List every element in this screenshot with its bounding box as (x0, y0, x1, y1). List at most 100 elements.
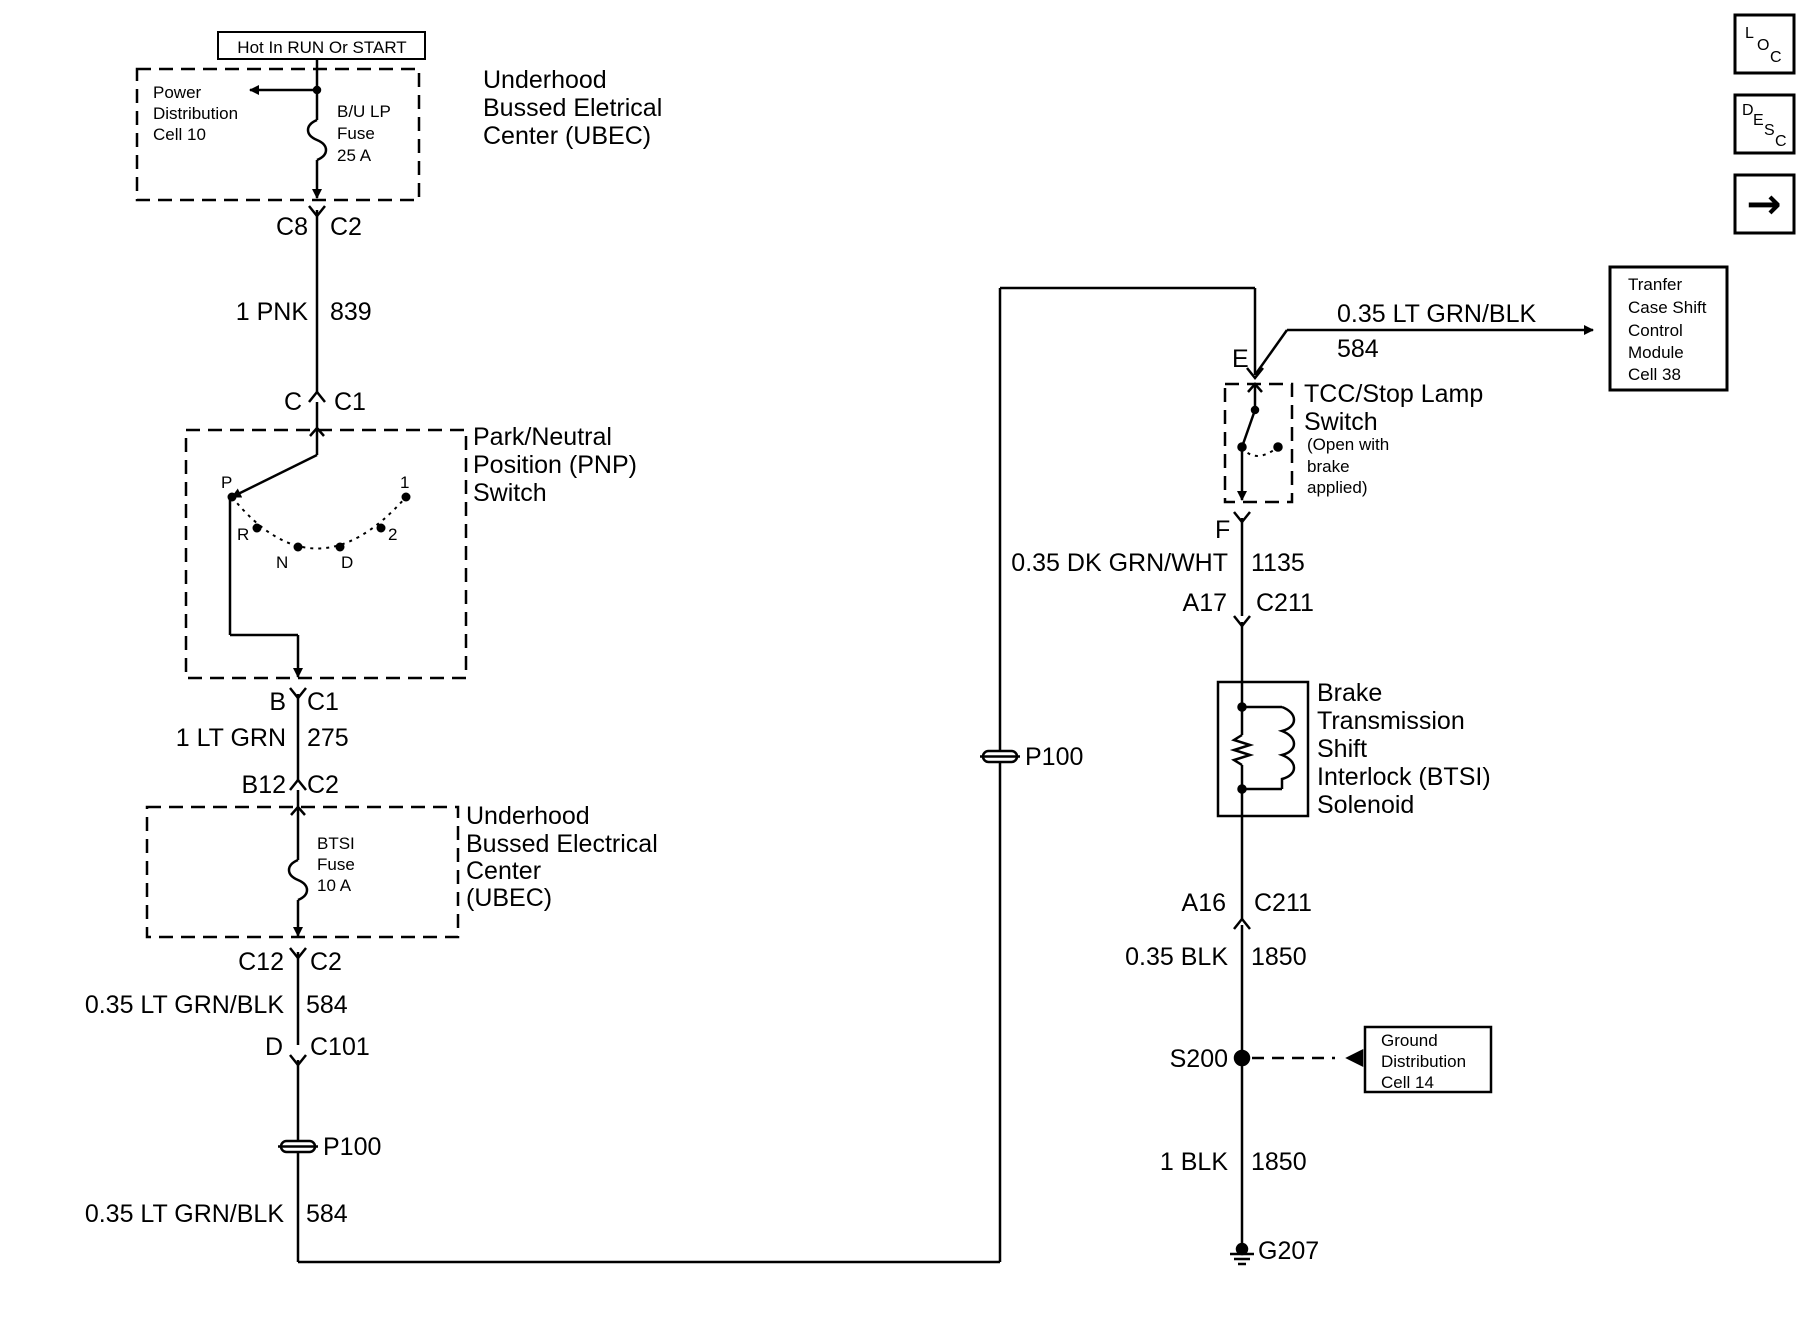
loc-letter-c: C (1770, 49, 1782, 66)
bu-lp-fuse-label-2: Fuse (337, 124, 375, 143)
wire-1850-a-circuit: 1850 (1251, 943, 1307, 971)
pnp-contacts (227, 492, 411, 552)
btsi-title-3: Shift (1317, 735, 1367, 763)
pnp-switch-box (184, 428, 468, 680)
ubec-top-title-3: Center (UBEC) (483, 122, 651, 150)
wire-1850-b-color: 1 BLK (1160, 1148, 1228, 1176)
next-button[interactable]: → (1735, 175, 1794, 233)
wire-1850-b-circuit: 1850 (1251, 1148, 1307, 1176)
tcc-note-2: brake (1307, 457, 1350, 476)
btsi-fuse-label-1: BTSI (317, 834, 355, 853)
loc-letter-o: O (1757, 37, 1769, 54)
ubec-top-title-2: Bussed Eletrical (483, 94, 662, 122)
pnp-contact-n (293, 542, 303, 552)
g207-ground-dot (1235, 1242, 1249, 1256)
wire-584-a-color: 0.35 LT GRN/BLK (85, 991, 284, 1019)
pnp-contact-p (227, 492, 237, 502)
ubec-bottom-box (145, 805, 460, 939)
wire-584-b-color: 0.35 LT GRN/BLK (85, 1200, 284, 1228)
ubec-top-box (135, 67, 421, 202)
wire-584-b-circuit: 584 (306, 1200, 348, 1228)
c2-label-c12: C2 (310, 948, 342, 976)
wire-839-color: 1 PNK (236, 298, 309, 326)
pnp-contact-2 (376, 523, 386, 533)
desc-button-frame (1733, 93, 1796, 155)
btsi-box (1216, 680, 1310, 818)
btsi-title-2: Transmission (1317, 707, 1465, 735)
c8-label: C8 (276, 213, 308, 241)
a16-c211-connector (1233, 916, 1251, 930)
loc-button-frame (1733, 13, 1796, 75)
pnp-title-1: Park/Neutral (473, 423, 612, 451)
tcc-note-1: (Open with (1307, 435, 1389, 454)
pnp-position-2: 2 (388, 525, 397, 544)
a17-label: A17 (1183, 589, 1227, 617)
c-c1-connector (308, 389, 326, 403)
ground-dist-label-2: Distribution (1381, 1052, 1466, 1071)
c211-top-label: C211 (1256, 589, 1314, 617)
pnp-position-r: R (237, 525, 249, 544)
tcc-note-3: applied) (1307, 478, 1368, 497)
power-distribution-label-2: Distribution (153, 104, 238, 123)
b12-c2-connector (289, 777, 307, 791)
b-label: B (269, 688, 286, 716)
c101-left-label: D (265, 1033, 283, 1061)
tccm-branch-diagonal (1253, 329, 1289, 376)
btsi-resistor (1229, 733, 1255, 767)
b12-label: B12 (242, 771, 286, 799)
wire-584-tccm-circuit: 584 (1337, 335, 1379, 363)
power-distribution-label-3: Cell 10 (153, 125, 206, 144)
btsi-title-1: Brake (1317, 679, 1382, 707)
bu-lp-fuse-symbol (306, 118, 328, 162)
hot-in-run-label: Hot In RUN Or START (237, 38, 406, 57)
wire-1135-color: 0.35 DK GRN/WHT (1011, 549, 1228, 577)
wire-1850-a-color: 0.35 BLK (1125, 943, 1228, 971)
c1-label-top: C1 (334, 388, 366, 416)
desc-letter-s: S (1764, 122, 1775, 139)
c2-label-b12: C2 (307, 771, 339, 799)
tcc-title-2: Switch (1304, 408, 1378, 436)
tccm-label-4: Module (1628, 343, 1684, 362)
tccm-label-5: Cell 38 (1628, 365, 1681, 384)
loc-button[interactable]: L O C (1735, 15, 1794, 73)
desc-letter-d: D (1742, 102, 1754, 119)
ground-dist-label-3: Cell 14 (1381, 1073, 1434, 1092)
btsi-coil (1277, 705, 1296, 789)
loc-letter-l: L (1745, 25, 1754, 42)
bu-lp-fuse-label-3: 25 A (337, 146, 372, 165)
ubec-bottom-title-3: Center (466, 857, 541, 885)
wire-584-tccm-color: 0.35 LT GRN/BLK (1337, 300, 1536, 328)
pnp-position-d: D (341, 553, 353, 572)
p100-left-label: P100 (323, 1133, 381, 1161)
terminal-e-connector (1246, 367, 1264, 381)
ubec-top-title-1: Underhood (483, 66, 607, 94)
pnp-selector-arc (231, 496, 407, 550)
pnp-title-3: Switch (473, 479, 547, 507)
terminal-f-label: F (1215, 516, 1230, 544)
ground-dist-box (1363, 1025, 1493, 1094)
tcc-switch-travel-arc (1241, 446, 1279, 457)
wire-275-color: 1 LT GRN (176, 724, 286, 752)
btsi-fuse-input-arrow (290, 805, 306, 816)
next-arrow-icon: → (1746, 179, 1781, 228)
wire-839-circuit: 839 (330, 298, 372, 326)
btsi-fuse-label-2: Fuse (317, 855, 355, 874)
s200-label: S200 (1170, 1045, 1228, 1073)
tccm-label-2: Case Shift (1628, 298, 1707, 317)
c12-label: C12 (238, 948, 284, 976)
pnp-contact-d (335, 542, 345, 552)
tcc-switch-box (1223, 382, 1294, 504)
ubec-bottom-title-1: Underhood (466, 802, 590, 830)
power-distribution-label-1: Power (153, 83, 202, 102)
btsi-title-5: Solenoid (1317, 791, 1414, 819)
pnp-contact-1 (401, 492, 411, 502)
terminal-e-label: E (1232, 345, 1249, 373)
tccm-label-3: Control (1628, 321, 1683, 340)
btsi-fuse-symbol (287, 858, 309, 902)
c101-right-label: C101 (310, 1033, 370, 1061)
c2-label-top: C2 (330, 213, 362, 241)
desc-button[interactable]: D E S C (1735, 95, 1794, 153)
tcc-switch-input-arrow (1247, 382, 1263, 393)
